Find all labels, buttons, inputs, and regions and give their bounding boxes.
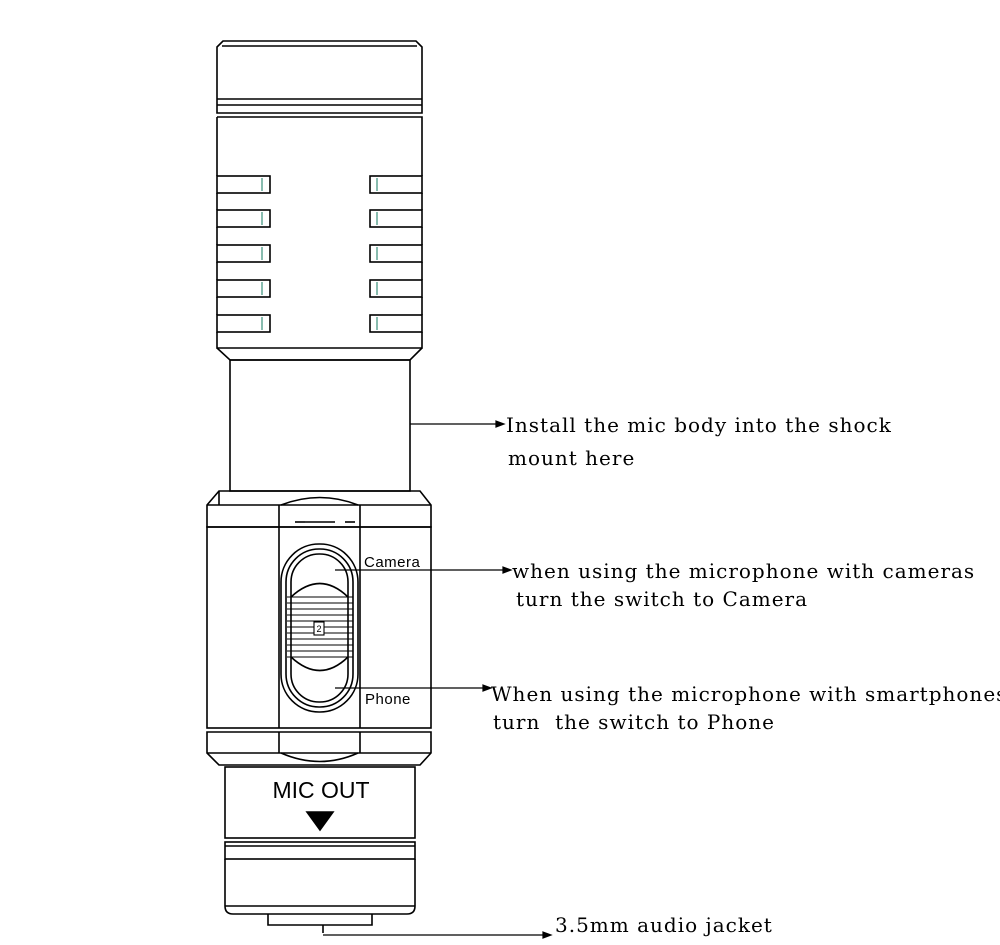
mic-out-arrow-icon	[305, 811, 335, 832]
audio-jack	[267, 914, 373, 933]
phone-label: Phone	[365, 691, 411, 708]
bottom-cap	[224, 841, 416, 915]
camera-label: Camera	[364, 554, 421, 571]
mic-out-label: MIC OUT	[272, 777, 369, 803]
switch-position-mark: 2	[316, 624, 321, 634]
annotation-leaders	[323, 420, 553, 939]
shock-mount-note-line2: mount here	[508, 446, 636, 470]
switch-housing	[206, 526, 432, 729]
camera-note-line1: when using the microphone with cameras	[512, 559, 976, 583]
phone-note-line2: turn the switch to Phone	[493, 710, 775, 734]
shock-mount-note-line1: Install the mic body into the shock	[506, 413, 892, 437]
mic-out-section	[224, 766, 416, 839]
lower-collar	[206, 731, 432, 766]
camera-note-line2: turn the switch to Camera	[516, 587, 809, 611]
switch-collar	[206, 490, 432, 528]
phone-note-line1: When using the microphone with smartphon…	[491, 682, 1000, 706]
camera-phone-switch[interactable]	[280, 543, 359, 713]
microphone-top-cap	[216, 40, 423, 114]
microphone-grille	[216, 116, 423, 361]
microphone-body-shock-mount	[229, 359, 411, 492]
jack-note: 3.5mm audio jacket	[555, 913, 773, 937]
